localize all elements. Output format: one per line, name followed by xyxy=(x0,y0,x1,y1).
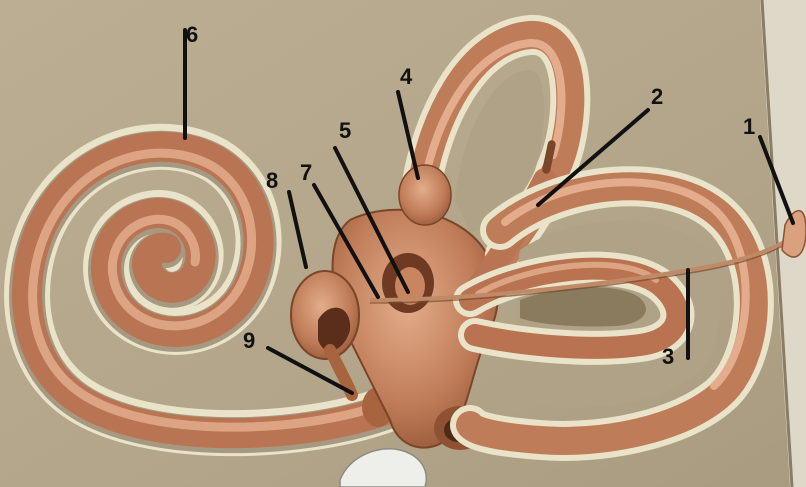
label-9: 9 xyxy=(243,328,255,353)
superior-ampulla xyxy=(399,165,451,225)
label-4: 4 xyxy=(400,64,413,89)
label-7: 7 xyxy=(300,160,312,185)
label-8: 8 xyxy=(266,168,278,193)
label-1: 1 xyxy=(743,114,755,139)
label-3: 3 xyxy=(662,344,674,369)
label-5: 5 xyxy=(339,118,351,143)
label-6: 6 xyxy=(186,22,198,47)
label-2: 2 xyxy=(651,84,663,109)
